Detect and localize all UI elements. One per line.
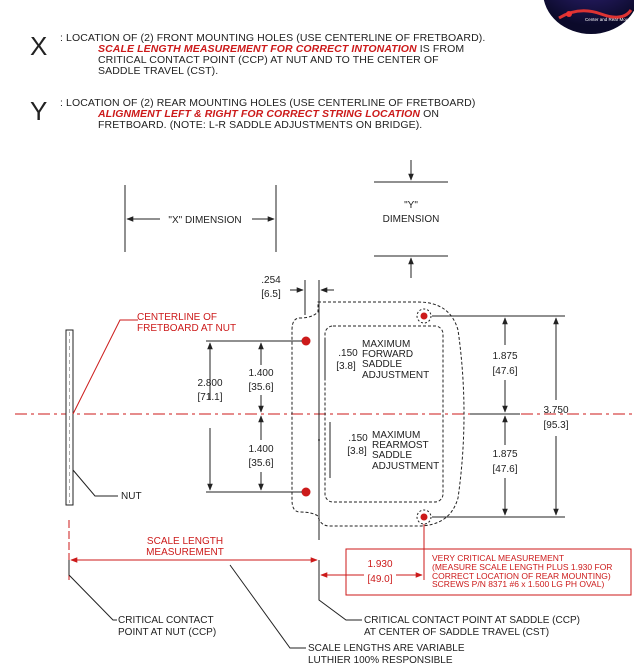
legend-x-line2-rest: IS FROM: [416, 43, 465, 55]
fwd-150-mm: [3.8]: [336, 361, 356, 372]
centerline-leader: [72, 319, 138, 415]
dim-1875b-mm: [47.6]: [492, 464, 517, 475]
bridge-outline: [291, 301, 465, 527]
critical-line-3: CORRECT LOCATION OF REAR MOUNTING): [432, 571, 611, 581]
dim-1400a-value: 1.400: [248, 368, 273, 379]
badge-text: Center and Rear Mount: [585, 17, 633, 22]
front-hole-bottom: [301, 487, 311, 497]
corner-badge: Center and Rear Mount: [539, 0, 634, 35]
critical-line-2: (MEASURE SCALE LENGTH PLUS 1.930 FOR: [432, 562, 612, 572]
fwd-label-1: MAXIMUM: [362, 339, 410, 350]
x-dim-label: "X" DIMENSION: [168, 215, 241, 226]
legend-y-line1: : LOCATION OF (2) REAR MOUNTING HOLES (U…: [60, 97, 476, 109]
ccp-nut-label-2: POINT AT NUT (CCP): [118, 627, 216, 638]
legend-y-line2-rest: ON: [420, 108, 440, 120]
ccp-nut-label-1: CRITICAL CONTACT: [118, 615, 214, 626]
fwd-label-2: FORWARD: [362, 349, 413, 360]
scale-var-leader: [229, 564, 306, 649]
dim-2800-value: 2.800: [197, 378, 222, 389]
dim-3750-mm: [95.3]: [543, 420, 568, 431]
critical-box: [345, 548, 632, 596]
dim-1930-mm-bg: [364, 571, 396, 584]
ccp-nut-leader: [68, 560, 117, 621]
fwd-label-3: SADDLE: [362, 359, 402, 370]
dim-1875b-value: 1.875: [492, 449, 517, 460]
y-dimension: "Y" DIMENSION: [374, 160, 448, 278]
rear-hole-top-ring: [416, 308, 432, 324]
fwd-150-value: .150: [338, 348, 358, 359]
critical-line-4: SCREWS P/N 8371 #6 x 1.500 LG PH OVAL): [432, 579, 604, 589]
y-dim-label-1: "Y": [404, 200, 418, 211]
badge-dot: [566, 11, 572, 17]
saddle-pocket: [324, 325, 444, 503]
dim-254-value: .254: [261, 275, 281, 286]
legend-x-text: : LOCATION OF (2) FRONT MOUNTING HOLES (…: [60, 33, 485, 77]
legend-y-line3: FRETBOARD. (NOTE: L-R SADDLE ADJUSTMENTS…: [98, 119, 423, 131]
dim-1875a-mm: [47.6]: [492, 366, 517, 377]
legend-y-line2: ALIGNMENT LEFT & RIGHT FOR CORRECT STRIN…: [60, 109, 475, 120]
scale-label-1: SCALE LENGTH: [147, 536, 223, 547]
scale-var-label-2: LUTHIER 100% RESPONSIBLE: [308, 655, 453, 666]
legend-y-text: : LOCATION OF (2) REAR MOUNTING HOLES (U…: [60, 98, 475, 131]
nut-leader: [72, 469, 118, 497]
rear-hole-bottom: [420, 513, 428, 521]
rear-label-4: ADJUSTMENT: [372, 461, 439, 472]
legend-y-letter: Y: [30, 96, 48, 126]
scale-var-label-1: SCALE LENGTHS ARE VARIABLE: [308, 643, 465, 654]
y-dim-label-2: DIMENSION: [383, 214, 440, 225]
centerline-label-2: FRETBOARD AT NUT: [137, 323, 236, 334]
x-dimension: "X" DIMENSION: [124, 185, 277, 252]
legend-x-letter: X: [30, 31, 48, 61]
dim-1930-mm: [49.0]: [367, 574, 392, 585]
rear-label-1: MAXIMUM: [372, 430, 420, 441]
badge-circle: [543, 0, 634, 34]
ccp-saddle-label-2: AT CENTER OF SADDLE TRAVEL (CST): [364, 627, 549, 638]
rear-label-2: REARMOST: [372, 440, 429, 451]
legend-x-line4: SADDLE TRAVEL (CST).: [98, 65, 219, 77]
centerline-label-1: CENTERLINE OF: [137, 312, 217, 323]
dim-1930-value: 1.930: [367, 559, 392, 570]
fwd-label-4: ADJUSTMENT: [362, 370, 429, 381]
nut-label: NUT: [121, 491, 142, 502]
rear-label-3: SADDLE: [372, 450, 412, 461]
ccp-saddle-label-1: CRITICAL CONTACT POINT AT SADDLE (CCP): [364, 615, 580, 626]
scale-label-2: MEASUREMENT: [146, 547, 224, 558]
dim-1400a-mm: [35.6]: [248, 382, 273, 393]
front-hole-top: [301, 336, 311, 346]
dim-1400b-value: 1.400: [248, 444, 273, 455]
legend-x-line1: : LOCATION OF (2) FRONT MOUNTING HOLES (…: [60, 32, 486, 44]
rear-hole-top: [420, 312, 428, 320]
rear-hole-bottom-ring: [416, 509, 432, 525]
legend-y-line2-red: ALIGNMENT LEFT & RIGHT FOR CORRECT STRIN…: [98, 108, 421, 120]
ccp-saddle-leader: [318, 560, 362, 621]
legend-y: Y : LOCATION OF (2) REAR MOUNTING HOLES …: [30, 98, 475, 131]
dim-3750-value: 3.750: [543, 405, 568, 416]
badge-logo: Center and Rear Mount: [543, 0, 634, 34]
dim-1875a-value: 1.875: [492, 351, 517, 362]
legend-x-line2: SCALE LENGTH MEASUREMENT FOR CORRECT INT…: [60, 44, 485, 55]
rear-150-mm: [3.8]: [347, 446, 367, 457]
rear-150-value: .150: [348, 433, 368, 444]
dim-1400b-mm: [35.6]: [248, 458, 273, 469]
dim-254-mm: [6.5]: [261, 289, 281, 300]
legend-x: X : LOCATION OF (2) FRONT MOUNTING HOLES…: [30, 33, 485, 77]
legend-x-line3: CRITICAL CONTACT POINT (CCP) AT NUT AND …: [98, 54, 439, 66]
legend-x-line2-red: SCALE LENGTH MEASUREMENT FOR CORRECT INT…: [98, 43, 417, 55]
dim-2800-mm: [71.1]: [197, 392, 222, 403]
critical-line-1: VERY CRITICAL MEASUREMENT: [432, 553, 564, 563]
